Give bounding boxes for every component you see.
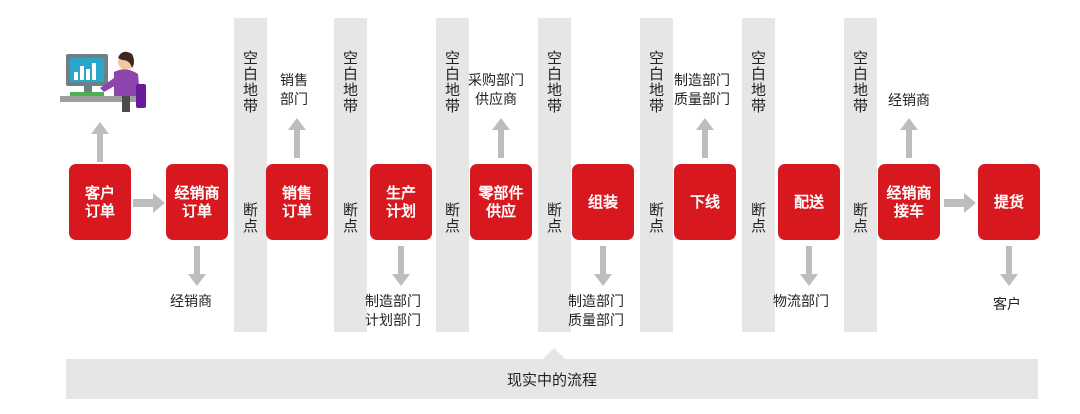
- box-dealer-order: 经销商 订单: [166, 164, 228, 240]
- gap-strip-5: 空 白 地 带 断 点: [640, 18, 673, 332]
- box-customer-order: 客户 订单: [69, 164, 131, 240]
- breakpoint-label: 断 点: [444, 201, 460, 235]
- box-label: 销售 订单: [281, 184, 312, 220]
- breakpoint-label: 断 点: [342, 201, 358, 235]
- arrow-right-icon: [944, 193, 976, 213]
- box-delivery: 配送: [778, 164, 840, 240]
- box-label: 经销商 接车: [886, 184, 932, 220]
- arrow-up-icon: [91, 122, 109, 162]
- gap-strip-3: 空 白 地 带 断 点: [436, 18, 469, 332]
- arrow-down-icon: [800, 246, 818, 286]
- box-offline: 下线: [674, 164, 736, 240]
- breakpoint-label: 断 点: [750, 201, 766, 235]
- gap-label: 空 白 地 带: [648, 49, 664, 115]
- arrow-down-icon: [1000, 246, 1018, 286]
- label-dealer-above: 经销商: [888, 93, 930, 109]
- label-purchase-supplier: 采购部门 供应商: [468, 73, 524, 108]
- box-label: 生产 计划: [385, 184, 416, 220]
- arrow-up-icon: [900, 118, 918, 158]
- banner-title: 现实中的流程: [506, 370, 597, 389]
- process-banner: 现实中的流程: [66, 359, 1038, 399]
- gap-strip-6: 空 白 地 带 断 点: [742, 18, 775, 332]
- box-assembly: 组装: [572, 164, 634, 240]
- gap-strip-7: 空 白 地 带 断 点: [844, 18, 877, 332]
- breakpoint-label: 断 点: [546, 201, 562, 235]
- arrow-up-icon: [288, 118, 306, 158]
- arrow-down-icon: [392, 246, 410, 286]
- label-logistics: 物流部门: [773, 294, 829, 310]
- box-parts-supply: 零部件 供应: [470, 164, 532, 240]
- breakpoint-label: 断 点: [648, 201, 664, 235]
- box-label: 提货: [993, 193, 1024, 211]
- gap-label: 空 白 地 带: [342, 49, 358, 115]
- gap-label: 空 白 地 带: [750, 49, 766, 115]
- gap-label: 空 白 地 带: [852, 49, 868, 115]
- label-mfg-plan: 制造部门 计划部门: [365, 294, 421, 329]
- label-dealer-below: 经销商: [170, 294, 212, 310]
- label-mfg-quality-below: 制造部门 质量部门: [568, 294, 624, 329]
- label-sales-dept: 销售 部门: [280, 73, 308, 108]
- gap-label: 空 白 地 带: [546, 49, 562, 115]
- box-sales-order: 销售 订单: [266, 164, 328, 240]
- box-label: 配送: [793, 193, 824, 211]
- breakpoint-label: 断 点: [852, 201, 868, 235]
- gap-strip-4: 空 白 地 带 断 点: [538, 18, 571, 332]
- gap-strip-1: 空 白 地 带 断 点: [234, 18, 267, 332]
- gap-strip-2: 空 白 地 带 断 点: [334, 18, 367, 332]
- breakpoint-label: 断 点: [242, 201, 258, 235]
- gap-label: 空 白 地 带: [444, 49, 460, 115]
- box-dealer-receive: 经销商 接车: [878, 164, 940, 240]
- arrow-up-icon: [696, 118, 714, 158]
- arrow-down-icon: [594, 246, 612, 286]
- box-label: 下线: [689, 193, 720, 211]
- box-label: 经销商 订单: [174, 184, 220, 220]
- customer-computer-icon: [60, 51, 146, 112]
- box-production-plan: 生产 计划: [370, 164, 432, 240]
- banner-pointer: [542, 348, 566, 360]
- box-label: 组装: [587, 193, 618, 211]
- arrow-down-icon: [188, 246, 206, 286]
- box-label: 零部件 供应: [478, 184, 524, 220]
- box-label: 客户 订单: [84, 184, 115, 220]
- arrow-up-icon: [492, 118, 510, 158]
- gap-label: 空 白 地 带: [242, 49, 258, 115]
- arrow-right-icon: [133, 193, 165, 213]
- label-customer: 客户: [993, 297, 1021, 313]
- label-mfg-quality-above: 制造部门 质量部门: [674, 73, 730, 108]
- box-pickup: 提货: [978, 164, 1040, 240]
